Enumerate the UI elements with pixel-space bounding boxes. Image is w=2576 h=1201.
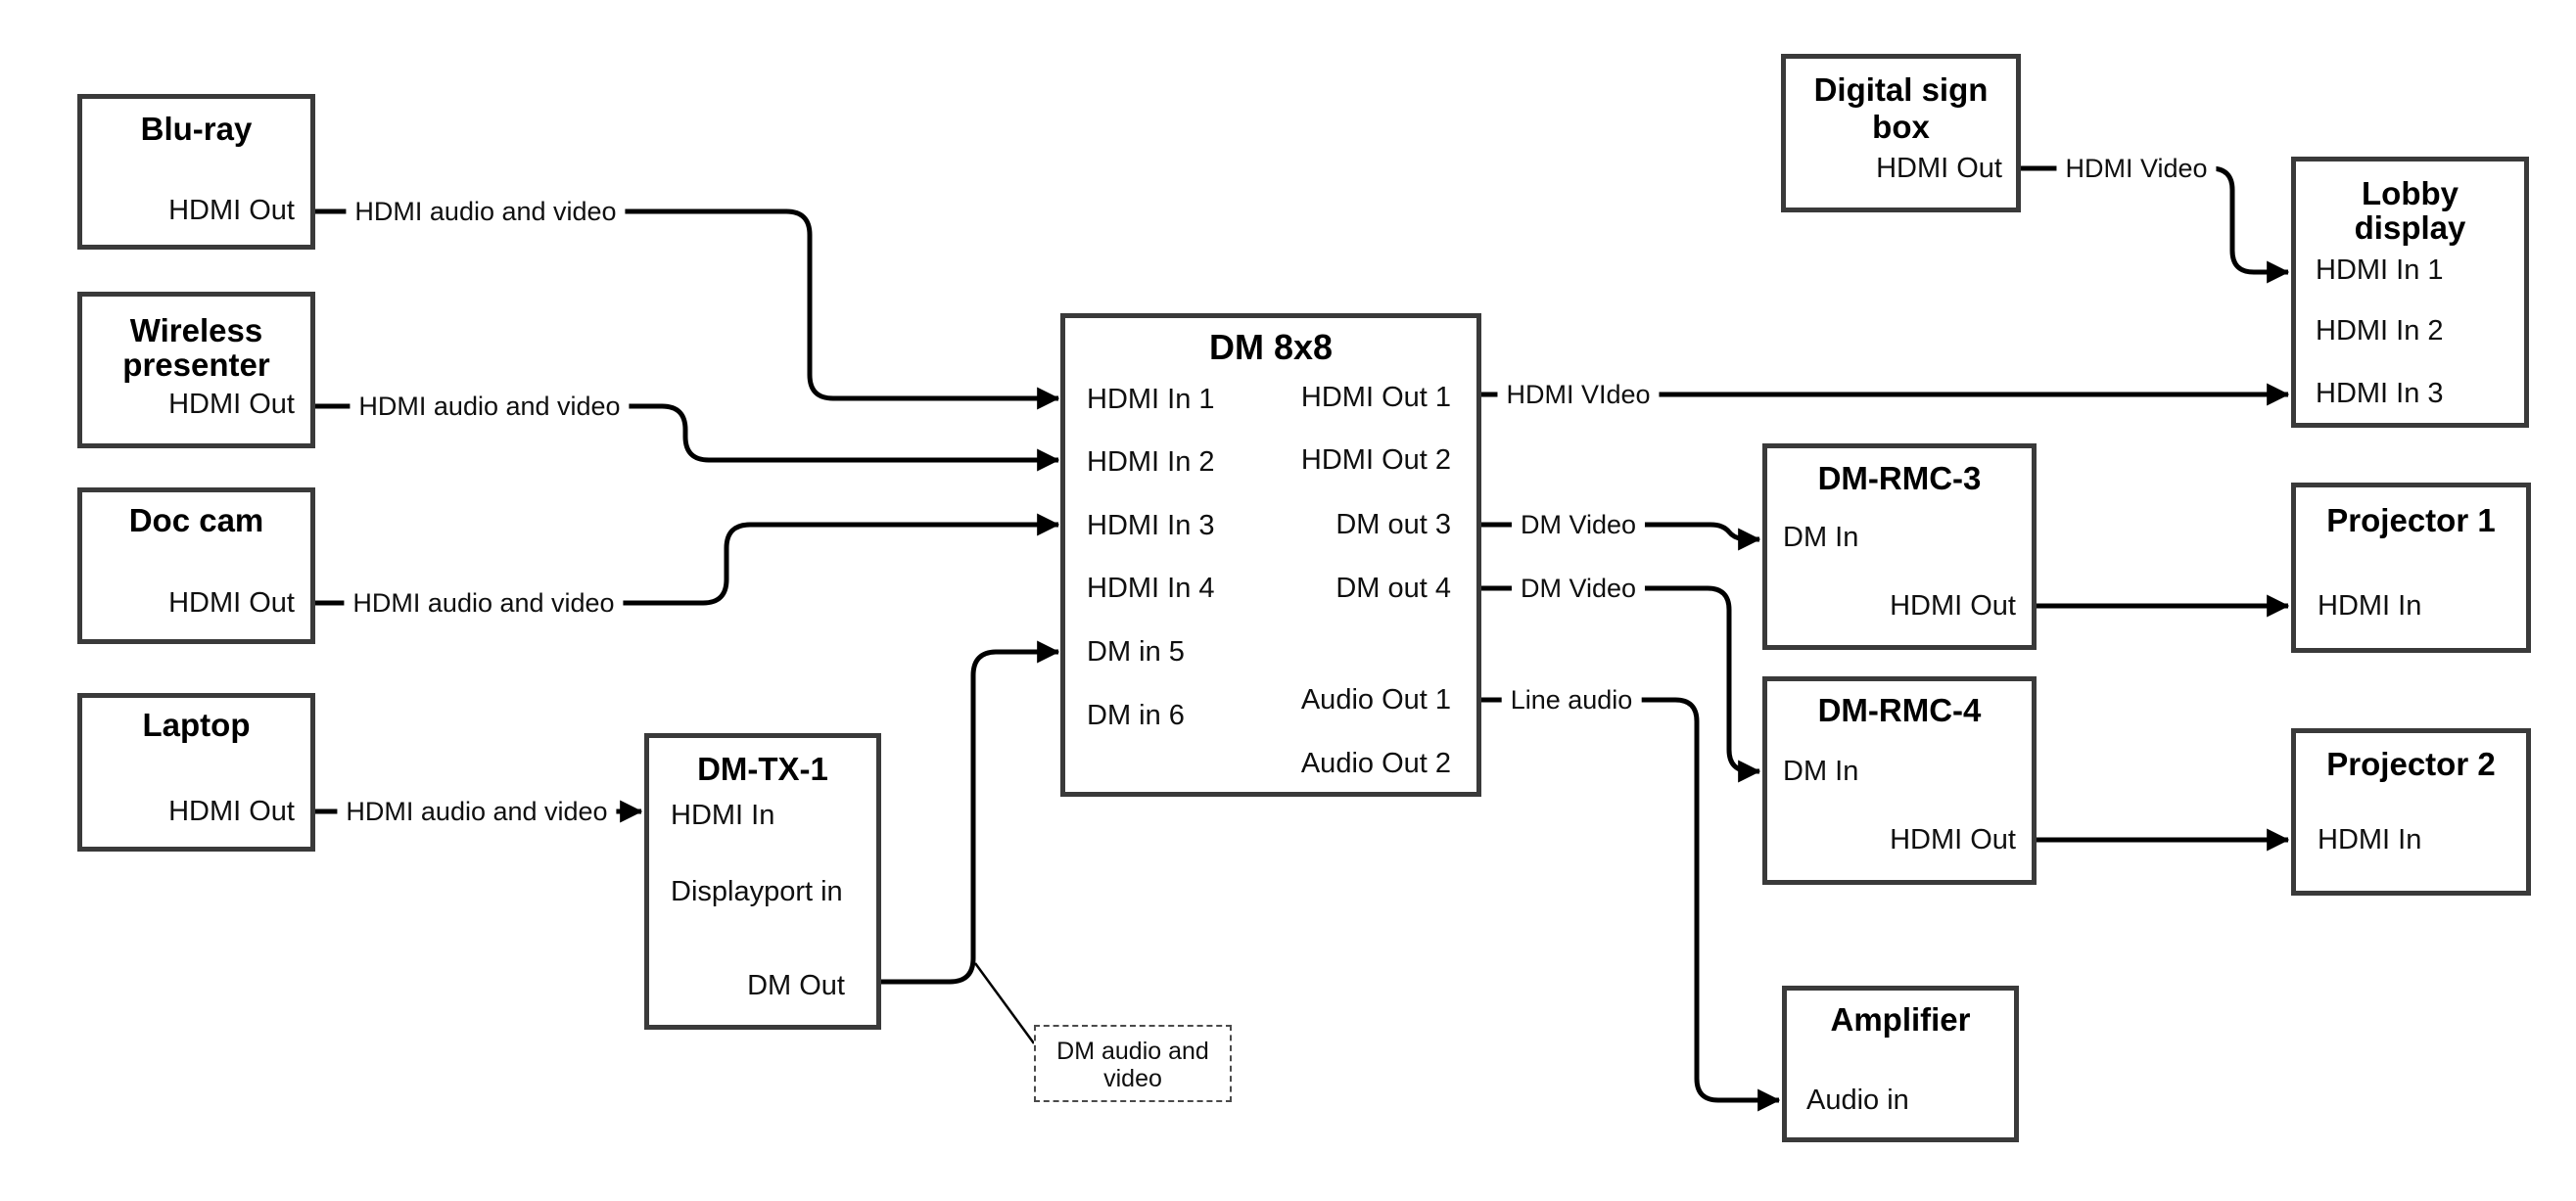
- edge-doccam-to-dm8x8-in3: [315, 513, 1060, 606]
- node-title: Doc cam: [128, 502, 264, 538]
- port-hdmi-out-2: HDMI Out 2: [1300, 444, 1451, 476]
- edge-label-hdmi-video-sign: HDMI Video: [2056, 153, 2217, 184]
- port-hdmi-in-3: HDMI In 3: [1087, 510, 1215, 541]
- port-hdmi-in: HDMI In: [671, 800, 775, 831]
- node-dm-8x8: DM 8x8 HDMI In 1 HDMI In 2 HDMI In 3 HDM…: [1060, 313, 1481, 797]
- port-audio-out-2: Audio Out 2: [1300, 748, 1451, 779]
- node-title: DM 8x8: [1208, 327, 1334, 367]
- port-hdmi-in-1: HDMI In 1: [1087, 384, 1215, 415]
- port-hdmi-out: HDMI Out: [168, 587, 295, 619]
- node-title: Digital sign box: [1813, 71, 1989, 145]
- node-projector-1: Projector 1 HDMI In: [2291, 483, 2531, 653]
- node-title: Blu-ray: [140, 111, 253, 147]
- port-dm-out-4: DM out 4: [1335, 573, 1451, 604]
- port-hdmi-out: HDMI Out: [1876, 153, 2002, 184]
- edge-label-hdmi-audio-video-2: HDMI audio and video: [350, 391, 630, 422]
- node-title: Projector 2: [2326, 746, 2496, 782]
- node-title: DM-TX-1: [697, 751, 828, 787]
- port-dm-in-5: DM in 5: [1087, 636, 1185, 668]
- node-wireless-presenter: Wireless presenter HDMI Out: [77, 292, 315, 448]
- port-hdmi-in: HDMI In: [2318, 590, 2422, 622]
- edge-dm8x8-out4-to-dmrmc4: [1481, 585, 1761, 783]
- port-hdmi-out: HDMI Out: [1890, 824, 2016, 855]
- port-hdmi-in-3: HDMI In 3: [2316, 378, 2444, 409]
- port-dm-out: DM Out: [747, 970, 845, 1001]
- port-hdmi-in-1: HDMI In 1: [2316, 254, 2444, 286]
- port-hdmi-in-2: HDMI In 2: [1087, 446, 1215, 478]
- port-displayport-in: Displayport in: [671, 876, 843, 907]
- port-hdmi-in-4: HDMI In 4: [1087, 573, 1215, 604]
- port-hdmi-out: HDMI Out: [168, 796, 295, 827]
- port-dm-out-3: DM out 3: [1335, 509, 1451, 540]
- node-title: Lobby display: [2354, 175, 2466, 246]
- port-hdmi-out-1: HDMI Out 1: [1300, 382, 1451, 413]
- node-digital-sign-box: Digital sign box HDMI Out: [1781, 54, 2021, 212]
- edge-dm8x8-audio1-to-amp: [1481, 697, 1781, 1112]
- node-title: DM-RMC-4: [1817, 692, 1982, 728]
- edge-label-hdmi-audio-video-3: HDMI audio and video: [344, 587, 624, 619]
- node-dm-tx-1: DM-TX-1 HDMI In Displayport in DM Out: [644, 733, 881, 1030]
- node-title: Amplifier: [1830, 1001, 1971, 1038]
- note-dm-audio-and-video: DM audio and video: [1034, 1025, 1232, 1102]
- edge-label-hdmi-audio-video-1: HDMI audio and video: [346, 196, 626, 227]
- port-audio-out-1: Audio Out 1: [1300, 684, 1451, 716]
- node-dm-rmc-3: DM-RMC-3 DM In HDMI Out: [1762, 443, 2037, 650]
- port-dm-in-6: DM in 6: [1087, 700, 1185, 731]
- edge-dm8x8-out3-to-dmrmc3: [1481, 522, 1761, 551]
- port-hdmi-in: HDMI In: [2318, 824, 2422, 855]
- edge-label-dm-video-out4: DM Video: [1511, 573, 1646, 604]
- node-doc-cam: Doc cam HDMI Out: [77, 487, 315, 644]
- node-dm-rmc-4: DM-RMC-4 DM In HDMI Out: [1762, 676, 2037, 885]
- edge-label-hdmi-video-out1: HDMI VIdeo: [1497, 379, 1660, 410]
- edge-bluray-to-dm8x8-in1: [315, 208, 1060, 410]
- port-hdmi-out: HDMI Out: [168, 195, 295, 226]
- edge-digitalsign-to-lobby-in1: [2021, 165, 2290, 284]
- node-title: Projector 1: [2326, 502, 2496, 538]
- port-hdmi-out: HDMI Out: [1890, 590, 2016, 622]
- edge-label-dm-video-out3: DM Video: [1511, 509, 1646, 540]
- edge-dmtx1-to-dm8x8-dmin5: [881, 640, 1060, 985]
- node-projector-2: Projector 2 HDMI In: [2291, 728, 2531, 896]
- node-title: DM-RMC-3: [1817, 460, 1982, 496]
- note-callout-line: [973, 962, 1036, 1044]
- node-title: Laptop: [142, 707, 251, 743]
- port-dm-in: DM In: [1783, 522, 1859, 553]
- port-dm-in: DM In: [1783, 756, 1859, 787]
- node-laptop: Laptop HDMI Out: [77, 693, 315, 852]
- node-title: Wireless presenter: [122, 312, 270, 383]
- edge-label-line-audio: Line audio: [1501, 684, 1642, 716]
- edge-label-hdmi-audio-video-4: HDMI audio and video: [337, 796, 617, 827]
- port-hdmi-out: HDMI Out: [168, 389, 295, 420]
- edge-wireless-to-dm8x8-in2: [315, 403, 1060, 472]
- node-amplifier: Amplifier Audio in: [1782, 986, 2019, 1142]
- node-bluray: Blu-ray HDMI Out: [77, 94, 315, 250]
- node-lobby-display: Lobby display HDMI In 1 HDMI In 2 HDMI I…: [2291, 157, 2529, 428]
- port-hdmi-in-2: HDMI In 2: [2316, 315, 2444, 346]
- port-audio-in: Audio in: [1806, 1085, 1909, 1116]
